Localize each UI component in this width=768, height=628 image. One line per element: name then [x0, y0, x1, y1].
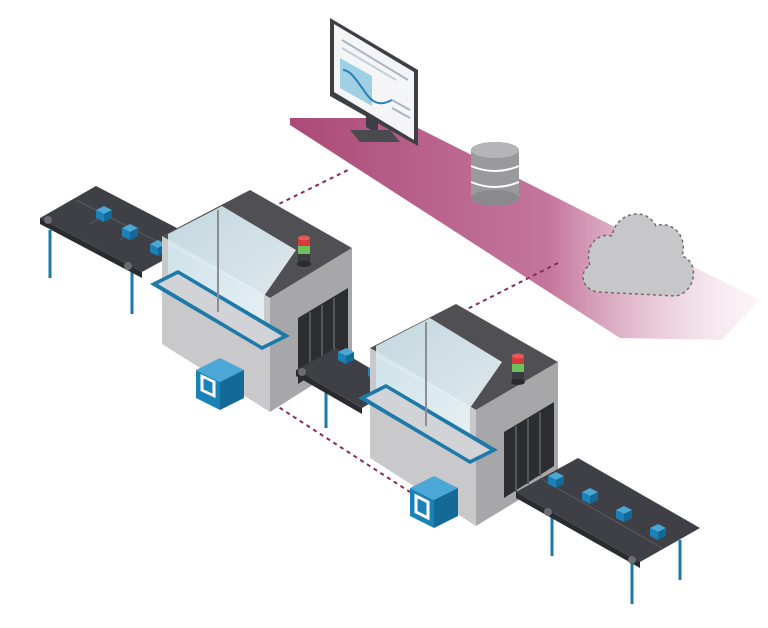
stack-light-icon: [511, 353, 525, 385]
product-box: [122, 224, 138, 240]
edge-device-icon: [410, 476, 458, 528]
database-icon: [470, 142, 520, 206]
product-box: [548, 472, 564, 488]
product-box: [96, 206, 112, 222]
product-box: [338, 348, 354, 364]
cloud-icon: [582, 213, 695, 297]
product-box: [582, 488, 598, 504]
edge-device-icon: [196, 358, 244, 410]
conveyor-right: [516, 458, 700, 604]
conveyor-left: [40, 186, 200, 314]
product-box: [616, 506, 632, 522]
product-box: [650, 524, 666, 540]
data-band: [290, 118, 760, 340]
stack-light-icon: [297, 235, 311, 267]
monitor-dashboard-icon: [330, 18, 418, 146]
